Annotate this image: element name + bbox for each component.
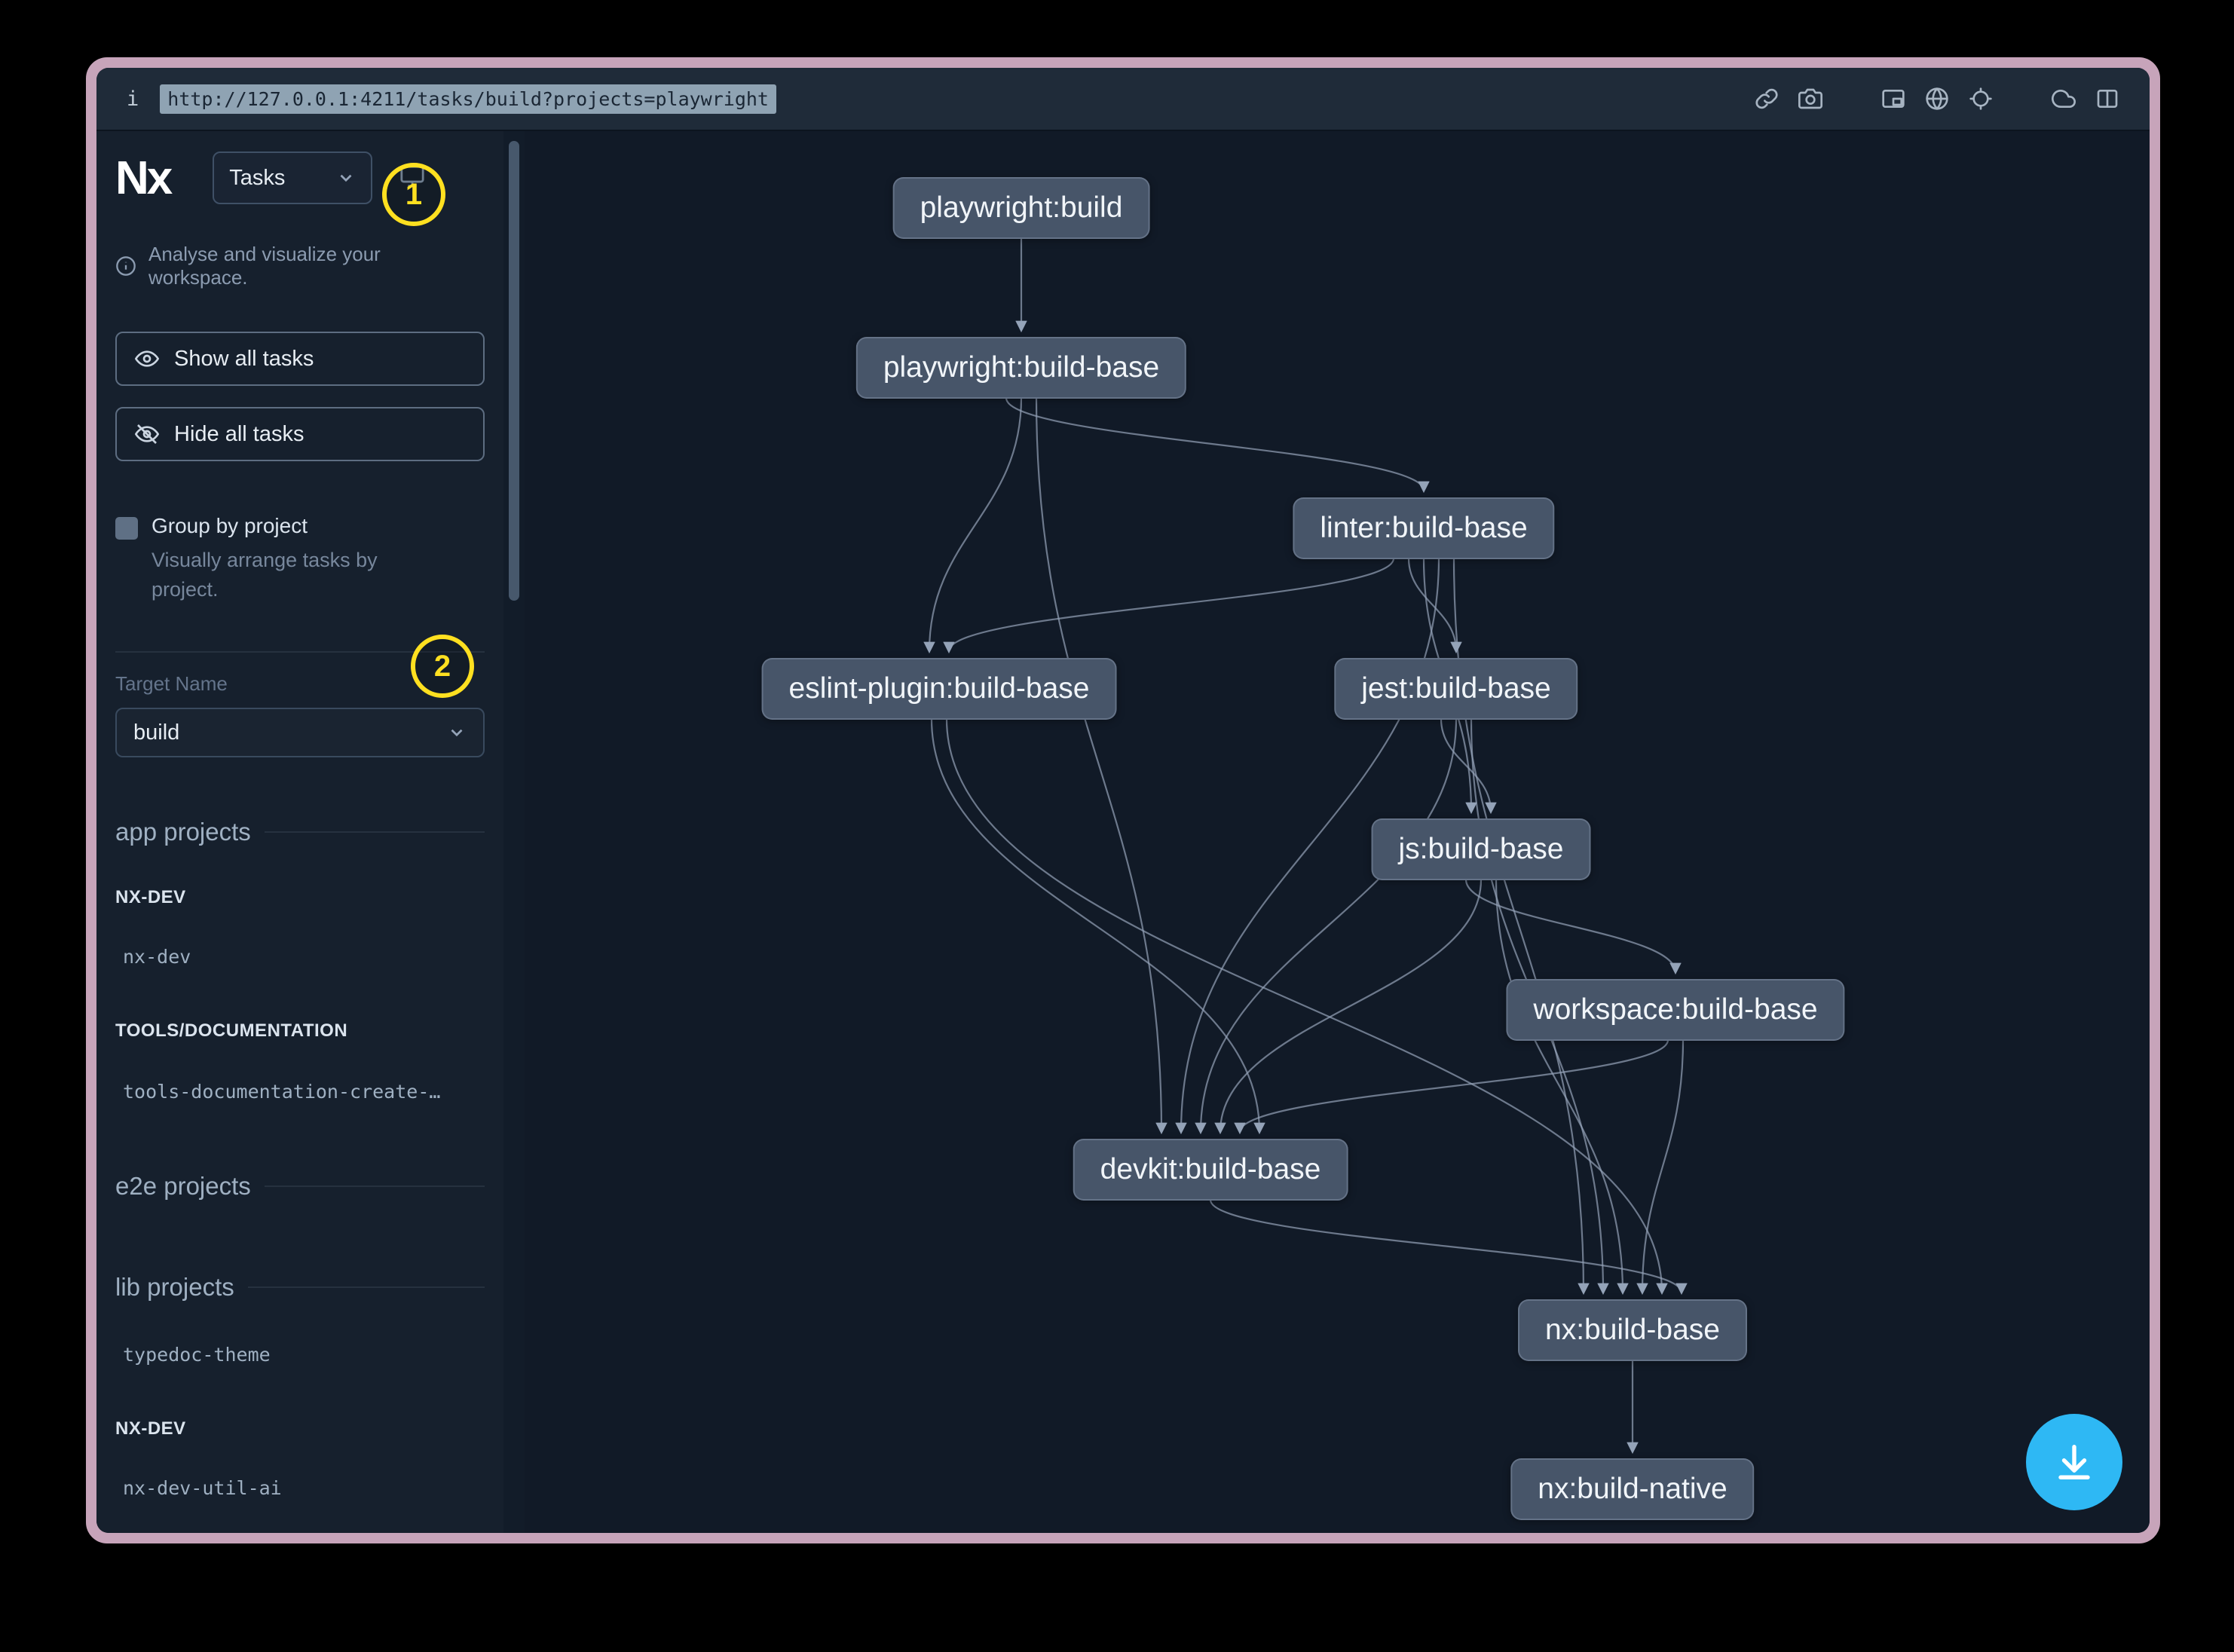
mode-select[interactable]: Tasks bbox=[213, 151, 373, 204]
camera-icon[interactable] bbox=[1798, 87, 1822, 111]
section-divider bbox=[115, 651, 485, 653]
task-node-playwright-build[interactable]: playwright:build bbox=[892, 177, 1150, 239]
info-icon: i bbox=[127, 87, 139, 111]
annotation-circle-2: 2 bbox=[411, 635, 474, 698]
eye-off-icon bbox=[135, 424, 159, 444]
nx-logo: Nx bbox=[115, 151, 173, 204]
target-name-value: build bbox=[133, 720, 180, 745]
group-by-project-row: Group by project Visually arrange tasks … bbox=[115, 514, 485, 604]
split-panel-icon[interactable] bbox=[2095, 87, 2119, 111]
cloud-icon[interactable] bbox=[2052, 87, 2076, 111]
annotation-circle-1: 1 bbox=[382, 163, 445, 226]
download-button[interactable] bbox=[2026, 1414, 2122, 1510]
task-node-eslint-plugin-build-base[interactable]: eslint-plugin:build-base bbox=[761, 658, 1117, 720]
heading-rule bbox=[247, 1286, 485, 1289]
scrollbar-thumb[interactable] bbox=[509, 141, 519, 601]
target-name-select[interactable]: build bbox=[115, 708, 485, 758]
section-heading-label: app projects bbox=[115, 818, 251, 846]
workspace-hint-text: Analyse and visualize your workspace. bbox=[148, 243, 381, 289]
task-node-nx-build-native[interactable]: nx:build-native bbox=[1510, 1458, 1755, 1520]
project-group-title: TOOLS/DOCUMENTATION bbox=[115, 1020, 348, 1042]
section-heading-lib-projects: lib projects bbox=[115, 1273, 485, 1302]
browser-chrome: i http://127.0.0.1:4211/tasks/build?proj… bbox=[96, 68, 2150, 131]
task-node-workspace-build-base[interactable]: workspace:build-base bbox=[1506, 979, 1845, 1041]
group-by-project-text: Group by project Visually arrange tasks … bbox=[151, 514, 400, 604]
annotation-number: 1 bbox=[405, 177, 423, 211]
sidebar-scrollbar[interactable] bbox=[503, 131, 525, 1533]
url-text[interactable]: http://127.0.0.1:4211/tasks/build?projec… bbox=[160, 84, 776, 114]
group-by-project-description: Visually arrange tasks by project. bbox=[151, 549, 378, 601]
hide-all-tasks-label: Hide all tasks bbox=[174, 421, 304, 446]
group-by-project-label: Group by project bbox=[151, 514, 308, 537]
mode-select-value: Tasks bbox=[229, 165, 286, 190]
project-group-title: NX-DEV bbox=[115, 1418, 186, 1439]
hide-all-tasks-button[interactable]: Hide all tasks bbox=[115, 407, 485, 461]
show-all-tasks-label: Show all tasks bbox=[174, 346, 314, 371]
globe-icon[interactable] bbox=[1925, 87, 1949, 111]
heading-rule bbox=[264, 831, 485, 834]
show-all-tasks-button[interactable]: Show all tasks bbox=[115, 332, 485, 386]
app-body: Nx Tasks Analyse and visualize your work… bbox=[96, 131, 2150, 1533]
task-node-playwright-build-base[interactable]: playwright:build-base bbox=[855, 337, 1187, 399]
download-icon bbox=[2058, 1445, 2090, 1479]
task-node-devkit-build-base[interactable]: devkit:build-base bbox=[1073, 1139, 1348, 1201]
task-node-linter-build-base[interactable]: linter:build-base bbox=[1293, 497, 1555, 559]
task-node-js-build-base[interactable]: js:build-base bbox=[1371, 818, 1591, 880]
graph-canvas[interactable]: playwright:build playwright:build-base lin… bbox=[525, 131, 2150, 1533]
project-item-nx-dev-util-ai[interactable]: nx-dev-util-ai bbox=[123, 1477, 282, 1500]
graph-edges bbox=[923, 237, 1688, 1455]
sidebar: Nx Tasks Analyse and visualize your work… bbox=[96, 131, 503, 1533]
section-heading-label: lib projects bbox=[115, 1273, 234, 1302]
target-icon[interactable] bbox=[1969, 87, 1993, 111]
section-heading-e2e-projects: e2e projects bbox=[115, 1172, 485, 1201]
workspace-hint-row: Analyse and visualize your workspace. bbox=[115, 243, 485, 289]
browser-window: i http://127.0.0.1:4211/tasks/build?proj… bbox=[86, 57, 2160, 1543]
section-heading-label: e2e projects bbox=[115, 1172, 251, 1201]
eye-icon bbox=[135, 350, 159, 367]
chrome-toolbar bbox=[1755, 87, 2119, 111]
project-item-nx-dev[interactable]: nx-dev bbox=[123, 946, 191, 968]
project-group-title: NX-DEV bbox=[115, 887, 186, 908]
heading-rule bbox=[264, 1185, 485, 1188]
chevron-down-icon bbox=[340, 174, 352, 182]
annotation-number: 2 bbox=[433, 649, 451, 683]
project-item-typedoc-theme[interactable]: typedoc-theme bbox=[123, 1344, 271, 1366]
picture-in-picture-icon[interactable] bbox=[1881, 87, 1905, 111]
task-node-jest-build-base[interactable]: jest:build-base bbox=[1334, 658, 1578, 720]
link-icon[interactable] bbox=[1755, 87, 1779, 111]
browser-content: i http://127.0.0.1:4211/tasks/build?proj… bbox=[96, 68, 2150, 1533]
chevron-down-icon bbox=[451, 730, 463, 737]
info-circle-icon bbox=[116, 256, 136, 276]
section-heading-app-projects: app projects bbox=[115, 818, 485, 846]
target-name-label: Target Name bbox=[115, 672, 228, 696]
project-item-tools-documentation[interactable]: tools-documentation-create-… bbox=[123, 1081, 441, 1103]
group-by-project-checkbox[interactable] bbox=[115, 517, 138, 540]
task-node-nx-build-base[interactable]: nx:build-base bbox=[1518, 1299, 1747, 1361]
